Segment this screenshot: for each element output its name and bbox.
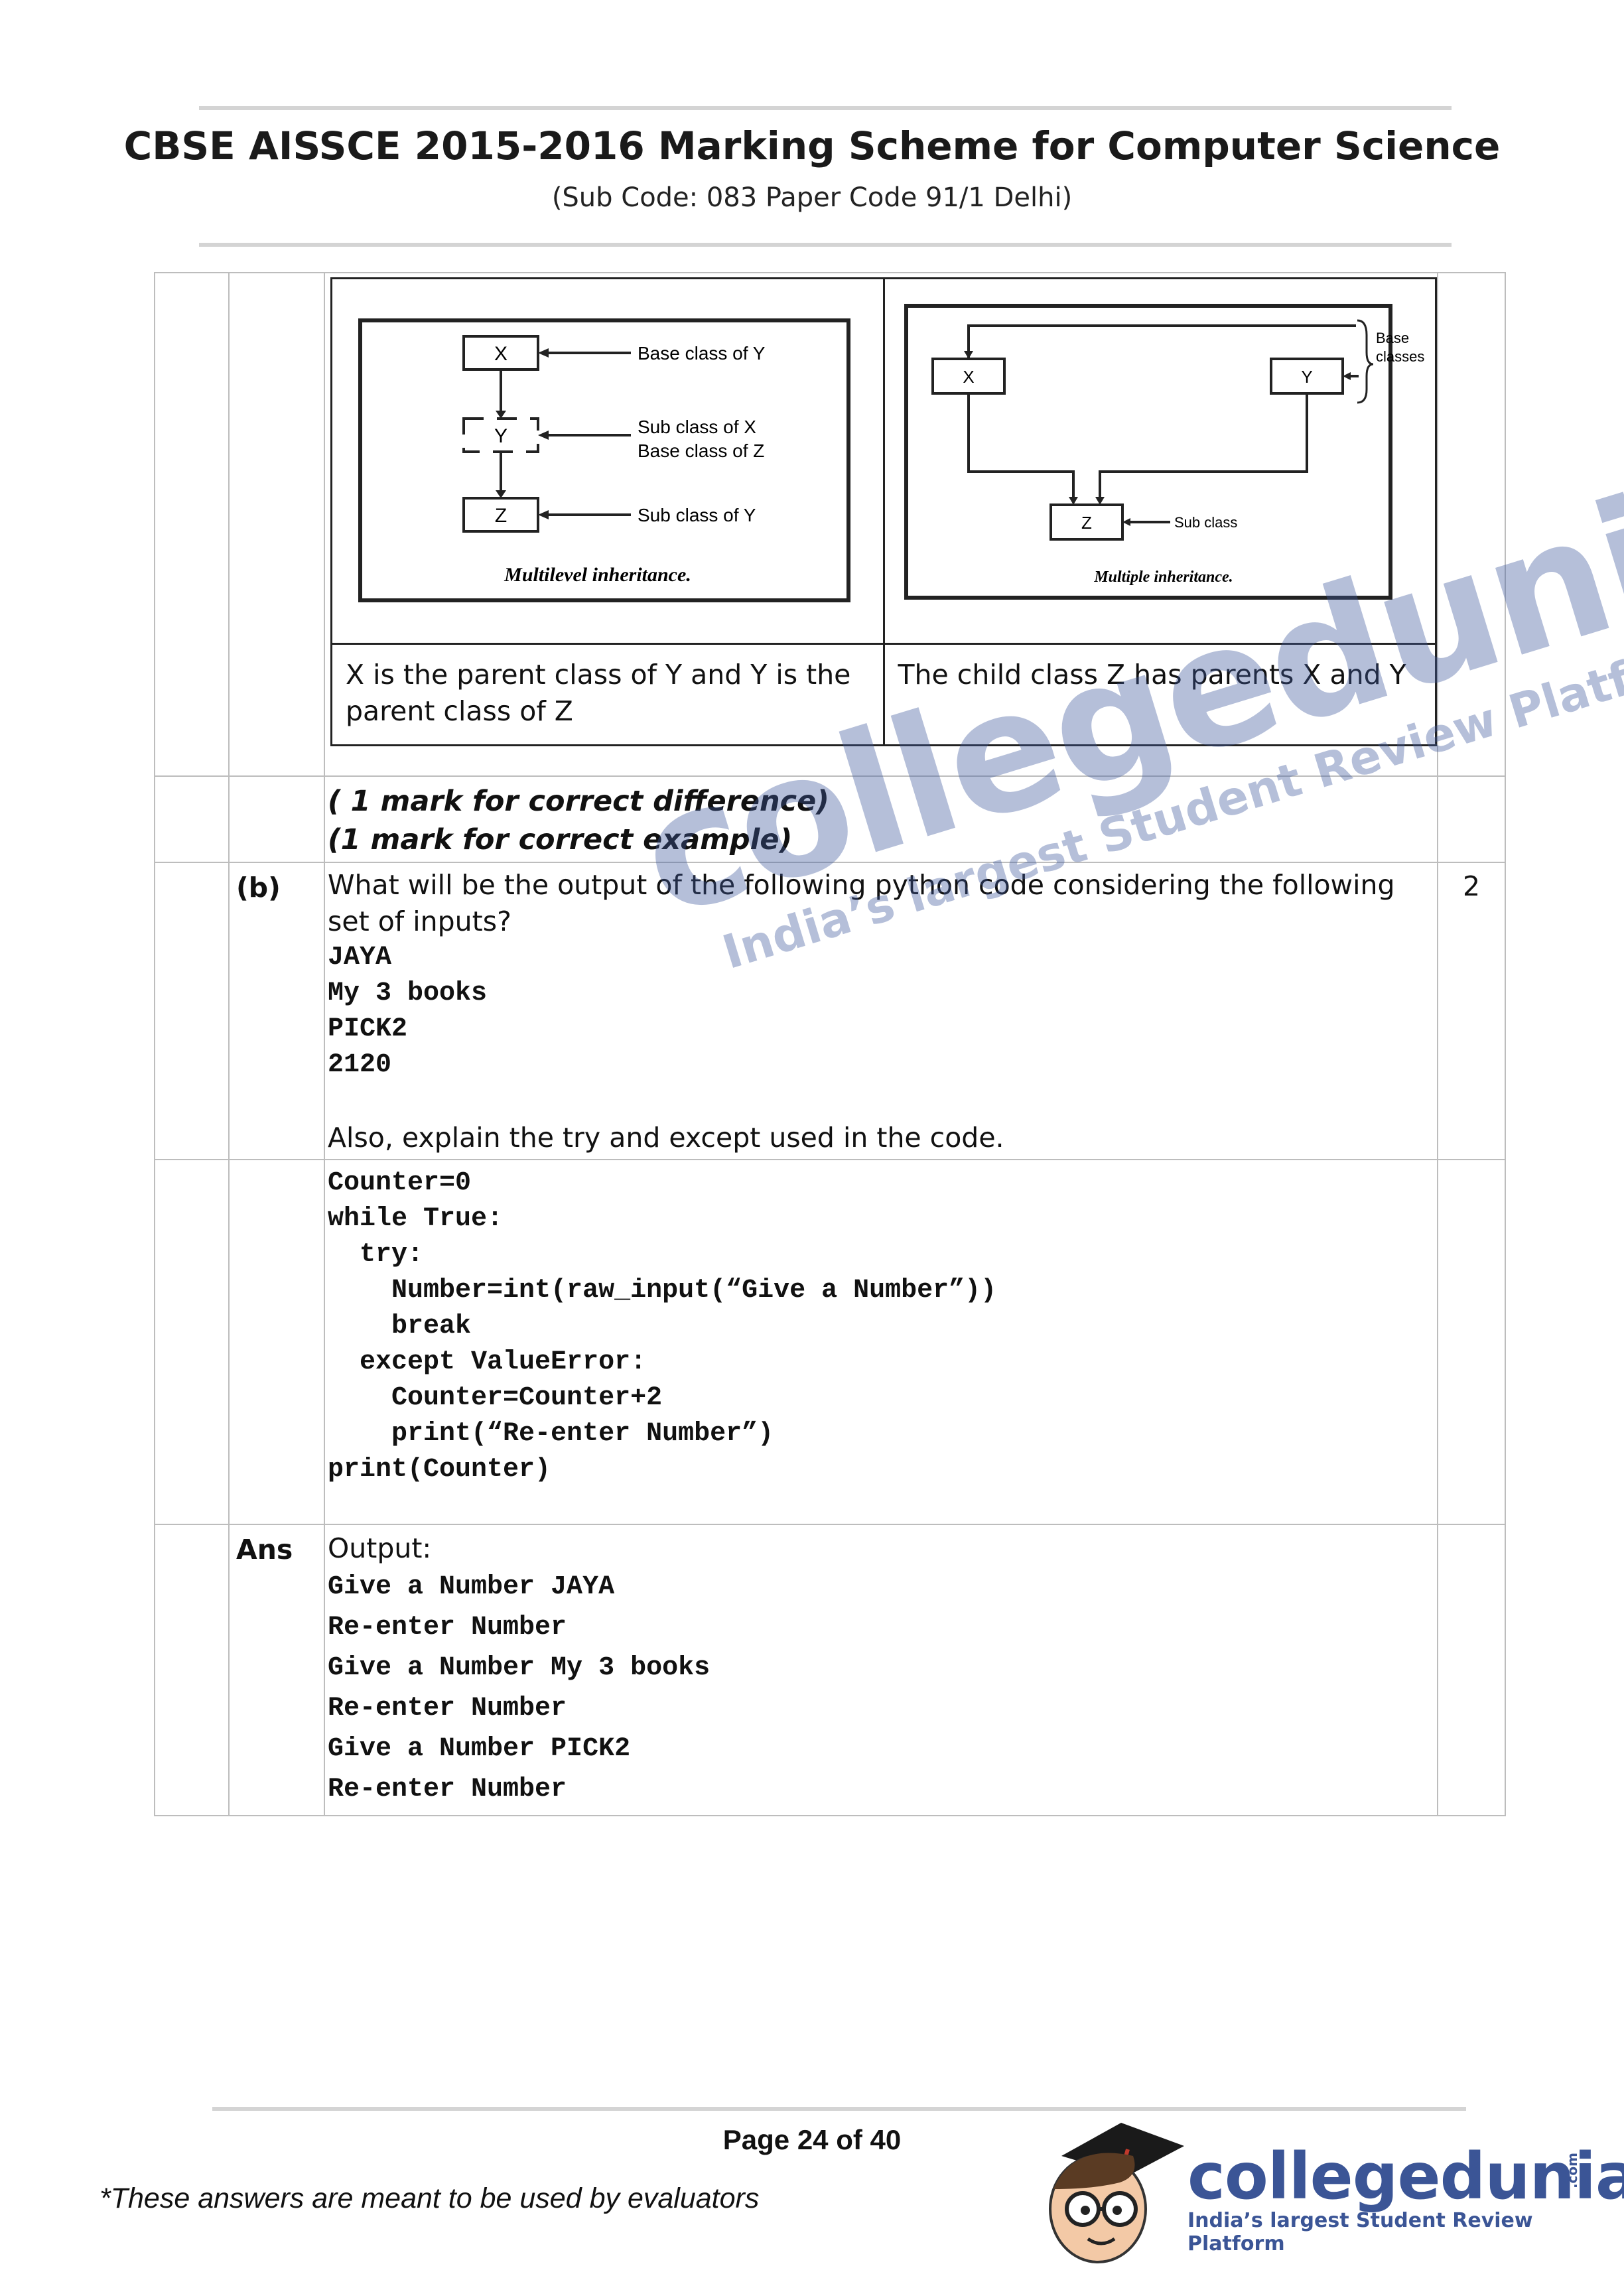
node-y: Y [1301,367,1312,387]
question-inputs: JAYA My 3 books PICK2 2120 [328,943,488,1080]
python-code: Counter=0 while True: try: Number=int(ra… [328,1168,997,1485]
diagram-caption: Multilevel inheritance. [504,564,691,586]
multiple-description: The child class Z has parents X and Y [882,643,1437,746]
svg-text:Base class of Y: Base class of Y [638,343,766,364]
svg-text:Base: Base [1376,330,1409,346]
answer-output: Give a Number JAYA Re-enter Number Give … [328,1572,710,1804]
table-row: Ans Output: Give a Number JAYA Re-enter … [154,1524,1506,1816]
marking-scheme-table: X Y Z [154,272,1506,1816]
svg-text:Sub class of X: Sub class of X [638,417,756,437]
svg-text:classes: classes [1376,348,1424,365]
multiple-inheritance-diagram: X Y Z [904,304,1424,600]
marking-note-difference: ( 1 mark for correct difference) [328,785,829,818]
logo-com: .com [1564,2153,1580,2189]
svg-text:Base class of Z: Base class of Z [638,440,764,461]
answer-label: Ans [228,1524,325,1816]
table-row: (b) What will be the output of the follo… [154,862,1506,1160]
node-z: Z [495,505,507,527]
header-rule-top [199,106,1452,110]
collegedunia-logo: collegedunia [1187,2139,1624,2214]
header-rule-bottom [199,243,1452,247]
multilevel-description: X is the parent class of Y and Y is the … [330,643,885,746]
page-number: Page 24 of 40 [722,2124,902,2155]
node-x: X [963,367,974,387]
table-row: X Y Z [154,272,1506,777]
multiple-diagram-cell: X Y Z [882,277,1437,645]
question-marks: 2 [1437,862,1506,1160]
answer-heading: Output: [328,1532,432,1564]
svg-text:Sub class of Y: Sub class of Y [638,505,756,525]
question-text: What will be the output of the following… [328,869,1395,937]
footer-rule [212,2107,1466,2111]
table-row: ( 1 mark for correct difference) (1 mark… [154,775,1506,863]
node-z: Z [1081,513,1092,533]
svg-text:Sub class: Sub class [1174,514,1237,531]
multilevel-inheritance-diagram: X Y Z [358,318,850,602]
page-subtitle: (Sub Code: 083 Paper Code 91/1 Delhi) [551,182,1073,213]
question-followup: Also, explain the try and except used in… [328,1122,1004,1154]
node-y: Y [494,425,508,447]
logo-tagline: India’s largest Student Review Platform [1187,2209,1533,2255]
node-x: X [494,343,508,365]
marking-note-example: (1 mark for correct example) [328,823,793,856]
page-title: CBSE AISSCE 2015-2016 Marking Scheme for… [123,123,1501,168]
table-row: Counter=0 while True: try: Number=int(ra… [154,1159,1506,1525]
diagram-caption: Multiple inheritance. [1093,569,1233,586]
question-label: (b) [228,862,325,1160]
mascot-icon [1049,2123,1184,2263]
evaluator-note: *These answers are meant to be used by e… [100,2182,760,2214]
multilevel-diagram-cell: X Y Z [330,277,885,645]
inheritance-comparison-table: X Y Z [330,277,1437,746]
